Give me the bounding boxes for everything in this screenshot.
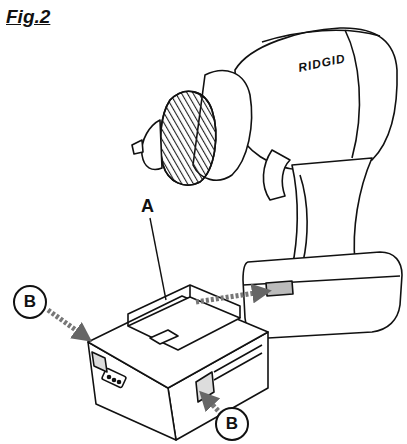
callout-letter: B <box>226 414 238 434</box>
callout-letter: A <box>141 196 154 217</box>
figure-title: Fig.2 <box>6 6 50 28</box>
callout-letter: B <box>24 292 36 312</box>
callout-circle: B <box>13 285 47 319</box>
callout-circle: B <box>215 407 249 441</box>
